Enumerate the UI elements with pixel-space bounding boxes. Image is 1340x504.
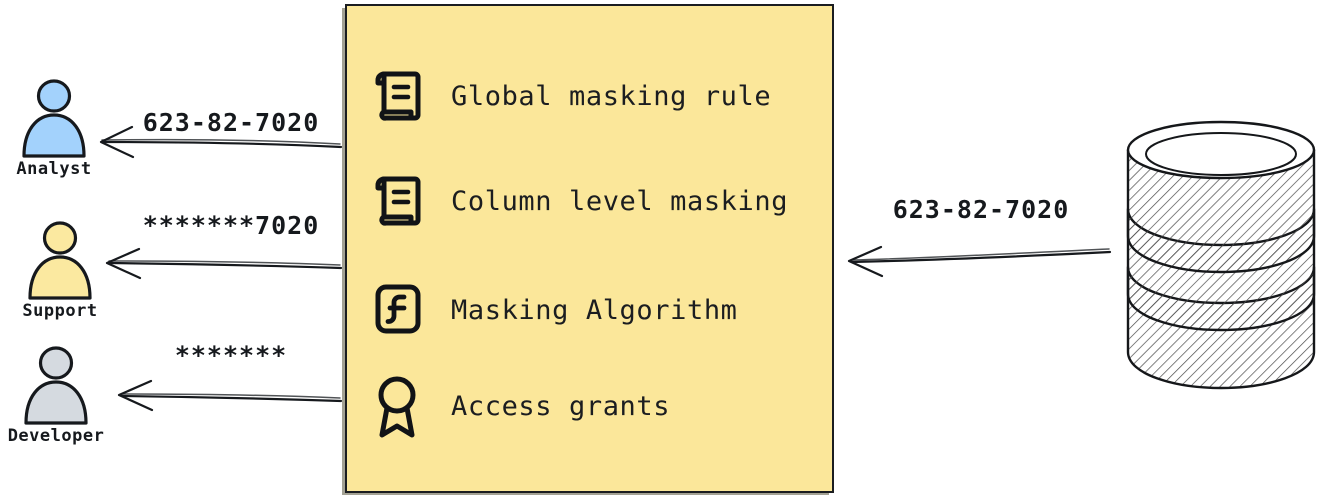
award-icon <box>369 376 425 438</box>
function-icon <box>369 280 425 340</box>
panel-row: Access grants <box>369 374 670 438</box>
panel-row-label: Masking Algorithm <box>451 294 738 326</box>
flow-label-analyst: 623-82-7020 <box>142 108 320 137</box>
actor-label: Support <box>22 301 98 321</box>
database-cylinder-icon <box>1108 112 1334 402</box>
actor-support: Support <box>8 220 112 321</box>
panel-row: Global masking rule <box>369 64 771 128</box>
actor-analyst: Analyst <box>2 78 106 179</box>
arrow-to-support <box>105 247 343 280</box>
person-icon <box>8 78 100 158</box>
flow-label-developer: ******* <box>174 341 288 370</box>
panel-row-label: Global masking rule <box>451 80 772 112</box>
flow-label-database: 623-82-7020 <box>892 195 1070 224</box>
masking-policy-panel: Global masking rule Column level masking <box>345 4 834 493</box>
actor-developer: Developer <box>4 345 108 446</box>
flow-label-support: *******7020 <box>142 211 320 240</box>
person-icon <box>14 220 106 300</box>
panel-row: Column level masking <box>369 169 788 233</box>
panel-row-label: Access grants <box>451 390 671 422</box>
actor-label: Analyst <box>16 159 92 179</box>
panel-row: Masking Algorithm <box>369 278 738 342</box>
person-icon <box>10 345 102 425</box>
arrow-database-to-panel <box>847 245 1112 278</box>
arrow-to-developer <box>117 379 343 412</box>
scroll-icon <box>369 66 425 126</box>
scroll-icon <box>369 171 425 231</box>
panel-row-label: Column level masking <box>451 185 789 217</box>
actor-label: Developer <box>7 426 105 446</box>
